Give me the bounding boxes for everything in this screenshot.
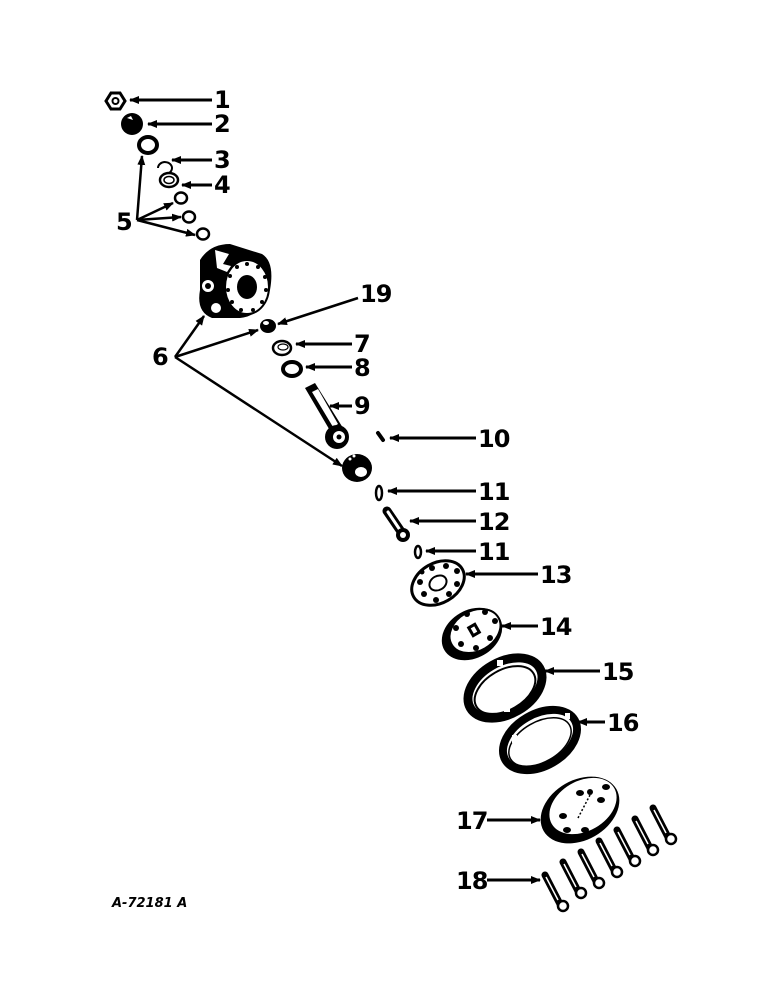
- callout-17: 17: [456, 807, 488, 835]
- part-8-o-ring: [281, 360, 303, 378]
- callout-6: 6: [152, 343, 169, 371]
- part-10-pin: [376, 431, 385, 442]
- part-16-ring: [499, 705, 581, 775]
- callout-1: 1: [214, 86, 231, 114]
- part-18-cap-screws: [541, 804, 678, 913]
- callout-12: 12: [478, 508, 510, 536]
- part-14-gerotor: [441, 607, 503, 661]
- callout-11-lower: 11: [478, 538, 510, 566]
- callout-15: 15: [602, 658, 634, 686]
- callout-14: 14: [540, 613, 572, 641]
- part-17-end-cap: [540, 776, 620, 844]
- part-4-washer: [158, 171, 180, 189]
- callout-19: 19: [360, 280, 392, 308]
- part-15-ring: [463, 653, 547, 723]
- part-6-sleeve: [342, 454, 372, 482]
- callout-2: 2: [214, 110, 231, 138]
- part-19-plug: [260, 319, 276, 333]
- callout-4: 4: [214, 171, 231, 199]
- part-13-spacer-plate: [410, 559, 466, 607]
- part-7-seal-ring: [271, 339, 293, 357]
- callout-8: 8: [354, 354, 371, 382]
- callout-9: 9: [354, 392, 371, 420]
- callout-18: 18: [456, 867, 488, 895]
- part-5-o-rings: [137, 135, 211, 241]
- callout-16: 16: [607, 709, 639, 737]
- callout-7: 7: [354, 330, 371, 358]
- callout-10: 10: [478, 425, 510, 453]
- callout-3: 3: [214, 146, 231, 174]
- part-12-drive-link: [382, 506, 410, 542]
- callout-5: 5: [116, 208, 133, 236]
- part-11-pin-upper: [374, 484, 384, 502]
- part-6-valve-body: [199, 244, 272, 318]
- part-2-cap: [121, 113, 143, 135]
- callout-11-upper: 11: [478, 478, 510, 506]
- part-11-pin-lower: [413, 544, 423, 560]
- part-9-spool-shaft: [305, 383, 349, 449]
- part-1-hex-nut: [104, 91, 127, 111]
- callout-13: 13: [540, 561, 572, 589]
- drawing-id: A-72181 A: [112, 896, 188, 911]
